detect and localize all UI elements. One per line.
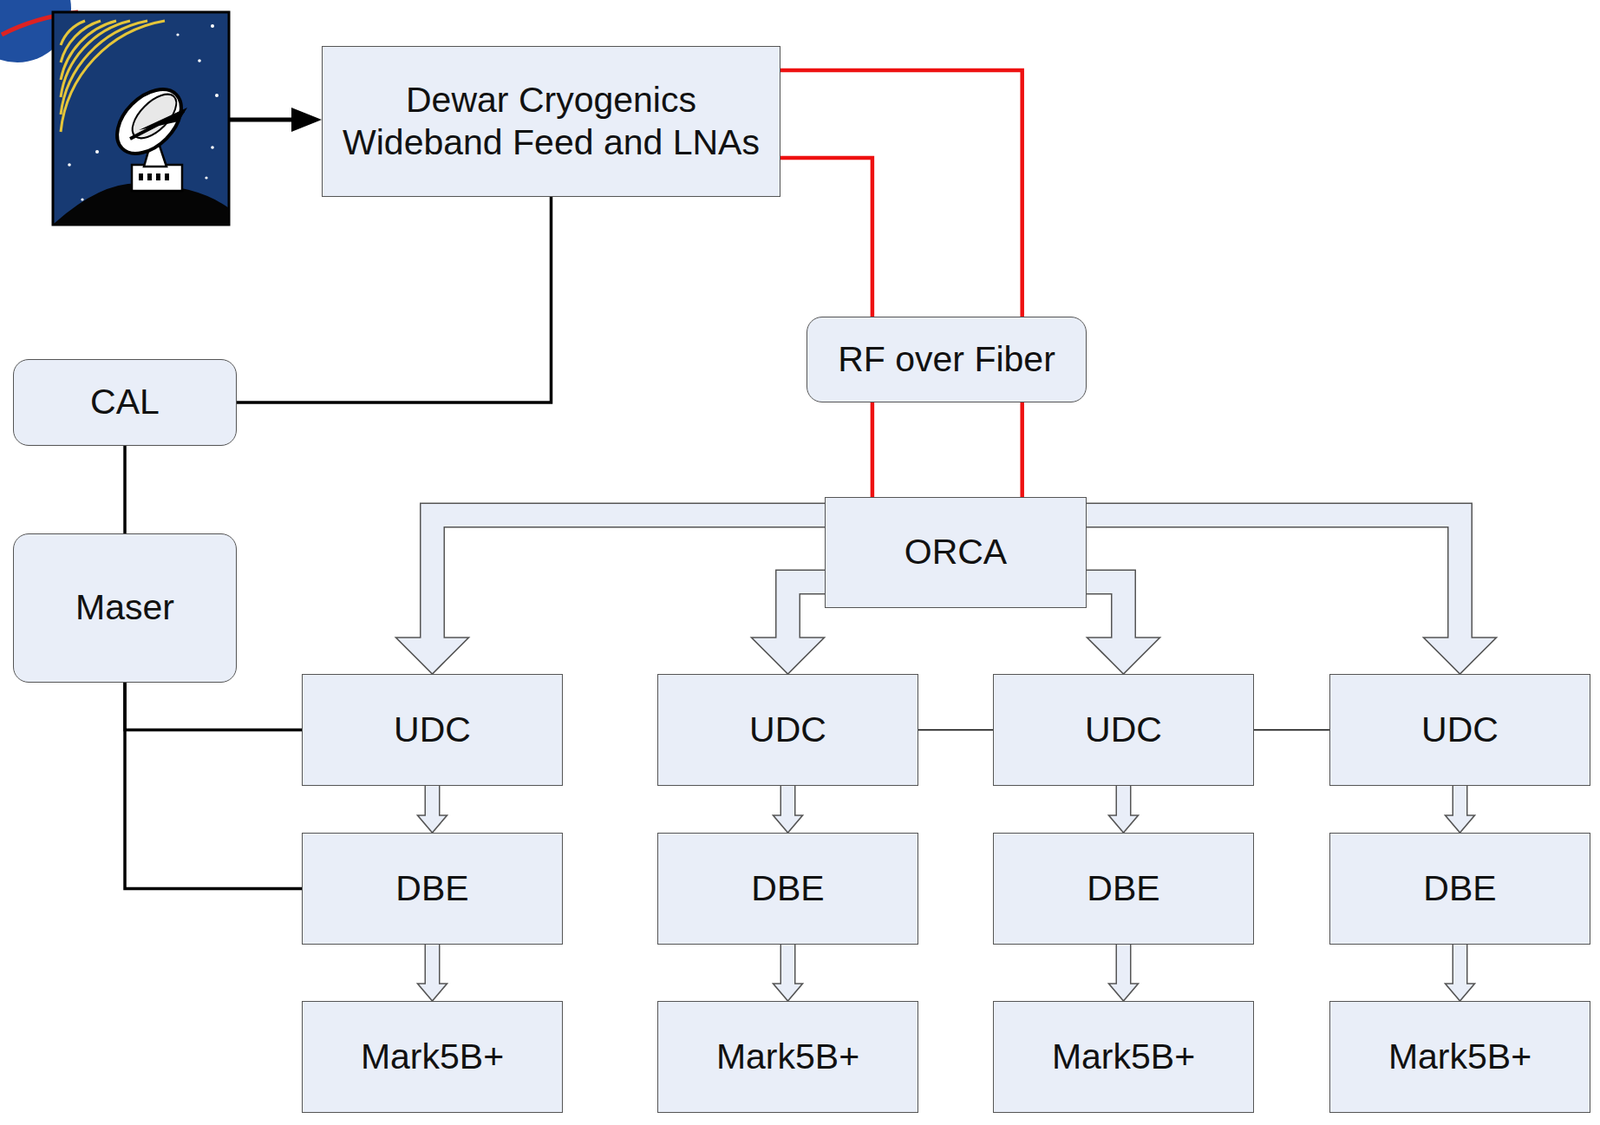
connector-line [236, 196, 552, 403]
arrow-shaft [425, 785, 439, 818]
node-label: RF over Fiber [837, 338, 1056, 381]
signal-arrow [228, 107, 322, 132]
process-box: UDC [992, 673, 1254, 786]
process-box: Dewar Cryogenics Wideband Feed and LNAs [321, 45, 781, 197]
connector-line [1253, 729, 1330, 732]
process-box: Mark5B+ [657, 1000, 919, 1113]
arrow-shaft [1086, 581, 1124, 640]
arrow-shaft-outline [1086, 515, 1461, 639]
arrow-shaft [425, 944, 439, 987]
connector-line [124, 682, 302, 731]
arrow-shaft [781, 944, 795, 987]
node-label: ORCA [904, 530, 1007, 574]
signal-arrow [1109, 944, 1139, 1001]
process-box: UDC [657, 673, 919, 786]
arrow-shaft-outline [432, 515, 826, 639]
arrow-shaft [432, 515, 826, 640]
cable-line [918, 729, 993, 731]
connector-line [918, 729, 993, 732]
signal-arrow [1086, 515, 1497, 674]
process-box: DBE [657, 832, 919, 945]
node-label: Maser [75, 586, 175, 629]
signal-arrow [773, 944, 804, 1001]
signal-arrow [751, 581, 826, 674]
node-label: UDC [393, 708, 471, 752]
rounded-box: RF over Fiber [806, 316, 1087, 403]
node-label: Dewar Cryogenics Wideband Feed and LNAs [331, 78, 771, 164]
process-box: DBE [1329, 832, 1591, 945]
node-label: DBE [1086, 867, 1160, 910]
arrow-head [751, 637, 825, 674]
node-label: Mark5B+ [716, 1035, 860, 1078]
process-box: DBE [992, 832, 1254, 945]
node-label: CAL [90, 380, 160, 424]
signal-arrow [417, 785, 448, 833]
signal-arrow [1109, 785, 1139, 833]
signal-arrow [1445, 785, 1476, 833]
arrow-shaft [1086, 515, 1461, 640]
node-label: UDC [1084, 708, 1163, 752]
cable-line [1253, 729, 1330, 731]
rounded-box: Maser [13, 533, 237, 683]
connector-line [780, 70, 1023, 317]
arrow-shaft [1116, 944, 1130, 987]
connector-line [870, 402, 876, 497]
arrow-head [1423, 637, 1497, 674]
node-label: Mark5B+ [360, 1035, 504, 1078]
process-box: Mark5B+ [301, 1000, 563, 1113]
fiber-link [1021, 402, 1023, 497]
node-label: Mark5B+ [1388, 1035, 1532, 1078]
fiber-link [780, 70, 1023, 317]
connector-line [1019, 402, 1025, 497]
process-box: Mark5B+ [1329, 1000, 1591, 1113]
signal-arrow [773, 785, 804, 833]
arrow-shaft [1453, 944, 1467, 987]
telescope-icon [52, 12, 229, 225]
rounded-box: CAL [13, 359, 237, 446]
node-label: UDC [1421, 708, 1499, 752]
cable-line [124, 682, 302, 889]
cable-line [236, 196, 552, 403]
process-box: UDC [1329, 673, 1591, 786]
cable-line [124, 682, 302, 731]
connector-line [780, 157, 873, 317]
cable-line [124, 445, 126, 534]
process-box: ORCA [824, 496, 1087, 608]
arrow-shaft [788, 581, 826, 640]
arrow-shaft [781, 785, 795, 818]
node-label: Mark5B+ [1051, 1035, 1196, 1078]
node-label: DBE [751, 867, 824, 910]
node-label: UDC [749, 708, 827, 752]
arrow-head [1087, 637, 1161, 674]
process-box: UDC [301, 673, 563, 786]
arrow-shaft [1453, 785, 1467, 818]
connector-line [123, 445, 127, 534]
signal-arrow [417, 944, 448, 1001]
signal-arrow [396, 515, 826, 674]
signal-arrow [1086, 581, 1161, 674]
process-box: DBE [301, 832, 563, 945]
arrow-head [396, 637, 470, 674]
process-box: Mark5B+ [992, 1000, 1254, 1113]
node-label: DBE [395, 867, 469, 910]
signal-arrow [1445, 944, 1476, 1001]
fiber-link [780, 157, 873, 317]
connector-line [124, 682, 302, 889]
node-label: DBE [1423, 867, 1496, 910]
arrow-shaft [1116, 785, 1130, 818]
fiber-link [871, 402, 873, 497]
